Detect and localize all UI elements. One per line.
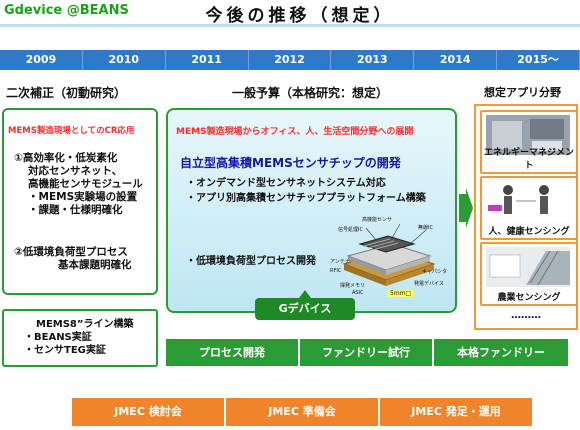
brand-logo-text: Gdevice @BEANS: [4, 3, 129, 18]
item2-line: ②低環境負荷型プロセス: [14, 246, 128, 258]
year-2014: 2014: [414, 50, 498, 70]
arrow-right-icon: [459, 188, 473, 228]
item1-line: ①高効率化・低炭素化: [14, 152, 118, 164]
initial-research-box: MEMS製造現場としてのCR応用 ①高効率化・低炭素化 対応センサネット、 高機…: [2, 108, 158, 295]
step-jmec-launch: JMEC 発足・運用: [380, 398, 532, 426]
step-process-development: プロセス開発: [166, 339, 298, 366]
g-device-badge: Gデバイス: [255, 290, 355, 320]
item1-line: ・MEMS実験場の設置: [28, 191, 138, 203]
chip-label-memory: 揮発メモリ: [340, 283, 366, 289]
initial-research-header: MEMS製造現場としてのCR応用: [8, 126, 135, 136]
mems-line-item: ・BEANS実証: [24, 332, 92, 343]
step-jmec-preparation: JMEC 準備会: [226, 398, 378, 426]
item2-line: 基本課題明確化: [58, 259, 132, 271]
mems-line-box: MEMS8”ライン構築 ・BEANS実証 ・センサTEG実証: [2, 309, 158, 367]
year-2010: 2010: [82, 50, 166, 70]
year-2015: 2015〜: [497, 50, 580, 70]
app-card-energy: エネルギーマネジメント: [480, 110, 578, 174]
chip-label-sensor: 高機能センサ: [362, 217, 393, 223]
item1-line: 対応センサネット、: [28, 165, 123, 177]
office-photo-icon: [486, 115, 570, 155]
app-areas-panel: エネルギーマネジメント 人、健康センシング 農業センシング ………: [474, 104, 578, 330]
step-foundry-trial: ファンドリー試行: [300, 339, 432, 366]
app-label-agriculture: 農業センシング: [497, 293, 561, 303]
sensor-chip-illustration: 高機能センサ 信号処理IC 無線IC アンテナ RFIC 揮発メモリ ASIC …: [330, 217, 448, 302]
item1-line: 高機能センサモジュール: [28, 178, 143, 190]
year-2012: 2012: [248, 50, 332, 70]
phase-label-supplementary: 二次補正（初動研究）: [6, 86, 127, 100]
mems-line-title: MEMS8”ライン構築: [36, 319, 134, 330]
year-2011: 2011: [165, 50, 249, 70]
step-jmec-study: JMEC 検討会: [72, 398, 224, 426]
main-research-title: 自立型高集積MEMSセンサチップの開発: [180, 156, 401, 170]
main-research-header: MEMS製造現場からオフィス、人、生活空間分野への展開: [176, 127, 414, 137]
year-timeline: 2009 2010 2011 2012 2013 2014 2015〜: [0, 50, 580, 70]
year-2009: 2009: [0, 50, 83, 70]
chip-label-antenna: アンテナ: [330, 259, 350, 265]
main-bullet: ・アプリ別高集積センサチッププラットフォーム構築: [186, 193, 426, 204]
page-title: 今後の推移（想定）: [205, 6, 395, 26]
main-research-box: MEMS製造現場からオフィス、人、生活空間分野への展開 自立型高集積MEMSセン…: [166, 108, 457, 313]
step-full-foundry: 本格ファンドリー: [434, 339, 568, 366]
main-bullet: ・オンデマンド型センサネットシステム対応: [186, 178, 386, 189]
year-2013: 2013: [331, 50, 415, 70]
chip-label-signal: 信号処理IC: [338, 227, 363, 233]
apps-more-ellipsis: ………: [511, 310, 541, 321]
chip-label-capacitor: キャパシタ: [422, 269, 448, 275]
phase-label-apps: 想定アプリ分野: [484, 86, 561, 99]
greenhouse-photo-icon: [486, 247, 570, 287]
app-card-agriculture: 農業センシング: [480, 242, 578, 306]
app-label-health: 人、健康センシング: [488, 227, 570, 237]
title-underline: [0, 24, 580, 27]
chip-label-asic: ASIC: [352, 290, 364, 296]
phase-label-general-budget: 一般予算（本格研究：想定）: [232, 86, 389, 100]
chip-size-badge: 5mm□: [388, 290, 414, 297]
mems-line-item: ・センサTEG実証: [24, 345, 106, 356]
item1-line: ・課題・仕様明確化: [28, 204, 123, 216]
people-health-icon: [486, 181, 570, 221]
process-bullet: ・低環境負荷型プロセス開発: [186, 256, 316, 267]
chip-label-wireless: 無線IC: [418, 225, 433, 231]
app-label-energy: エネルギーマネジメント: [483, 148, 574, 171]
chip-label-rfic: RFIC: [330, 268, 342, 274]
item2-block: ②低環境負荷型プロセス 基本課題明確化: [14, 246, 132, 272]
chip-label-power: 発電デバイス: [414, 281, 444, 287]
item1-block: ①高効率化・低炭素化 対応センサネット、 高機能センサモジュール ・MEMS実験…: [14, 152, 143, 217]
chip-stack-icon: [342, 223, 436, 286]
app-card-health: 人、健康センシング: [480, 176, 578, 240]
